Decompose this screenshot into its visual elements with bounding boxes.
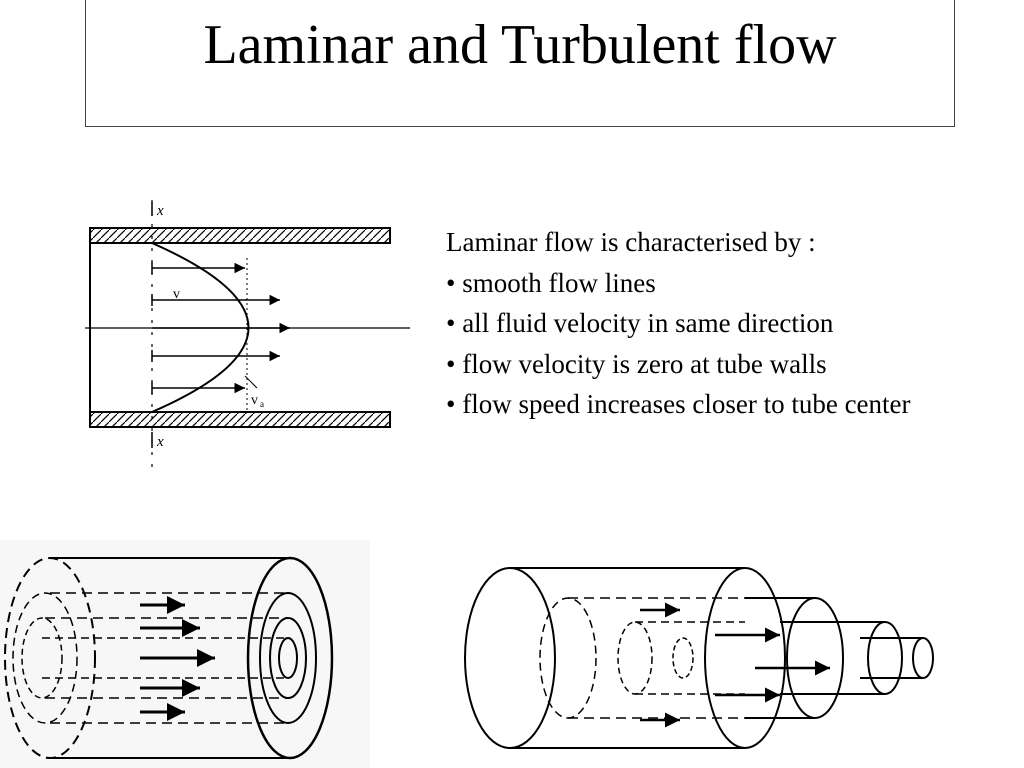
concentric-lamina-diagram [0, 540, 370, 768]
label-x-top: x [156, 203, 164, 219]
label-va-sub: a [260, 399, 264, 409]
title-box: Laminar and Turbulent flow [85, 0, 955, 127]
label-v: v [173, 287, 180, 302]
bullet-item: • flow speed increases closer to tube ce… [446, 389, 911, 419]
bullet-item: • all fluid velocity in same direction [446, 308, 834, 338]
top-wall [89, 227, 391, 244]
telescoping-lamina-diagram [464, 567, 934, 749]
bottom-wall [89, 411, 391, 428]
bullet-item: • smooth flow lines [446, 267, 656, 298]
label-va: v [251, 393, 258, 408]
description: Laminar flow is characterised by : • smo… [446, 222, 956, 425]
velocity-profile-diagram: x x v v a [85, 200, 410, 470]
slide-title: Laminar and Turbulent flow [203, 14, 837, 76]
bullet-item: • flow velocity is zero at tube walls [446, 348, 827, 379]
label-x-bottom: x [156, 434, 164, 450]
description-intro: Laminar flow is characterised by : [446, 227, 816, 257]
